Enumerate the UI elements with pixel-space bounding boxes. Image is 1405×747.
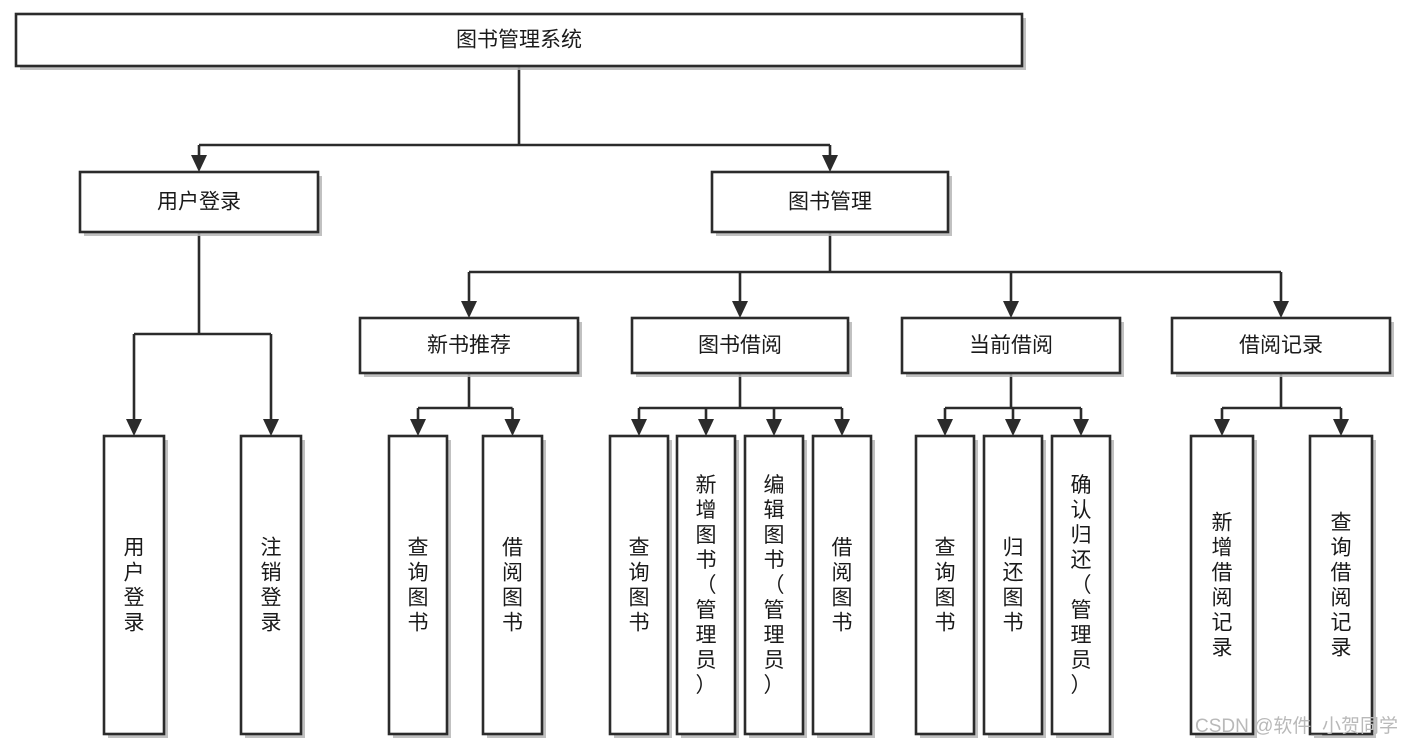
root-to-level2-0-head (191, 155, 207, 172)
node-leaf-return-book-rect[interactable] (982, 434, 1044, 736)
level3-0-to-leaf-0-head (410, 419, 426, 436)
node-leaf-user-login-rect[interactable] (102, 434, 166, 736)
node-leaf-borrow-book-1-rect[interactable] (481, 434, 544, 736)
node-leaf-query-book-1-rect[interactable] (387, 434, 449, 736)
node-book-management-label: 图书管理 (788, 191, 872, 214)
node-leaf-return-book-label: 归还图书 (1003, 537, 1024, 635)
bookmgmt-to-level3-3-head (1273, 301, 1289, 318)
node-leaf-add-book[interactable]: 新增图书（管理员） (675, 434, 739, 738)
node-leaf-query-book-2[interactable]: 查询图书 (608, 434, 672, 738)
node-leaf-confirm-return[interactable]: 确认归还（管理员） (1050, 434, 1114, 738)
node-current-borrow[interactable]: 当前借阅 (900, 316, 1124, 377)
node-leaf-edit-book-label: 编辑图书（管理员） (764, 474, 785, 697)
node-root-system-label: 图书管理系统 (456, 29, 582, 52)
node-new-book-recommend-rect[interactable] (358, 316, 580, 375)
node-leaf-add-record-rect[interactable] (1189, 434, 1255, 736)
level3-2-to-leaf-1-head (1005, 419, 1021, 436)
node-leaf-borrow-book-1-label: 借阅图书 (502, 537, 523, 635)
node-book-management[interactable]: 图书管理 (710, 170, 952, 236)
level3-1-to-leaf-0-head (631, 419, 647, 436)
node-leaf-logout-rect[interactable] (239, 434, 303, 736)
node-leaf-borrow-book-2-label: 借阅图书 (832, 537, 853, 635)
node-current-borrow-rect[interactable] (900, 316, 1122, 375)
node-leaf-query-book-3[interactable]: 查询图书 (914, 434, 978, 738)
node-leaf-logout[interactable]: 注销登录 (239, 434, 305, 738)
node-leaf-borrow-book-1[interactable]: 借阅图书 (481, 434, 546, 738)
node-book-borrow-label: 图书借阅 (698, 334, 782, 357)
node-leaf-confirm-return-label: 确认归还（管理员） (1071, 474, 1092, 697)
node-book-borrow[interactable]: 图书借阅 (630, 316, 852, 377)
node-current-borrow-label: 当前借阅 (969, 334, 1053, 357)
node-leaf-logout-label: 注销登录 (261, 537, 282, 635)
level3-1-to-leaf-1-head (698, 419, 714, 436)
node-root-system-rect[interactable] (14, 12, 1024, 68)
node-leaf-user-login-label: 用户登录 (124, 537, 145, 635)
csdn-watermark: CSDN @软件_小贺同学 (1195, 715, 1398, 737)
connector-layer (126, 66, 1349, 436)
node-borrow-record-label: 借阅记录 (1239, 334, 1323, 357)
level3-2-to-leaf-0-head (937, 419, 953, 436)
node-leaf-add-book-rect[interactable] (675, 434, 737, 736)
node-leaf-query-record-label: 查询借阅记录 (1331, 512, 1352, 660)
node-user-login-rect[interactable] (78, 170, 320, 234)
node-layer: 图书管理系统用户登录图书管理新书推荐图书借阅当前借阅借阅记录用户登录注销登录查询… (14, 12, 1394, 738)
node-leaf-query-record-rect[interactable] (1308, 434, 1374, 736)
bookmgmt-to-level3-0-head (461, 301, 477, 318)
node-leaf-query-book-2-rect[interactable] (608, 434, 670, 736)
node-leaf-query-book-2-label: 查询图书 (629, 537, 650, 635)
node-leaf-query-book-3-label: 查询图书 (935, 537, 956, 635)
node-leaf-add-book-label: 新增图书（管理员） (696, 474, 717, 697)
level3-1-to-leaf-3-head (834, 419, 850, 436)
userlogin-to-leaf-1-head (263, 419, 279, 436)
node-leaf-query-book-1-label: 查询图书 (408, 537, 429, 635)
node-leaf-return-book[interactable]: 归还图书 (982, 434, 1046, 738)
node-leaf-query-book-3-rect[interactable] (914, 434, 976, 736)
node-new-book-recommend[interactable]: 新书推荐 (358, 316, 582, 377)
node-leaf-query-record[interactable]: 查询借阅记录 (1308, 434, 1376, 738)
node-new-book-recommend-label: 新书推荐 (427, 334, 511, 357)
node-borrow-record-rect[interactable] (1170, 316, 1392, 375)
node-user-login-label: 用户登录 (157, 191, 241, 214)
node-leaf-borrow-book-2[interactable]: 借阅图书 (811, 434, 875, 738)
node-leaf-add-record[interactable]: 新增借阅记录 (1189, 434, 1257, 738)
node-book-borrow-rect[interactable] (630, 316, 850, 375)
node-leaf-query-book-1[interactable]: 查询图书 (387, 434, 451, 738)
level3-0-to-leaf-1-head (504, 419, 521, 436)
level3-2-to-leaf-2-head (1073, 419, 1089, 436)
bookmgmt-to-level3-2-head (1003, 301, 1019, 318)
node-leaf-add-record-label: 新增借阅记录 (1212, 512, 1233, 660)
node-borrow-record[interactable]: 借阅记录 (1170, 316, 1394, 377)
level3-3-to-leaf-0-head (1214, 419, 1230, 436)
userlogin-to-leaf-0-head (126, 419, 142, 436)
node-user-login[interactable]: 用户登录 (78, 170, 322, 236)
node-leaf-user-login[interactable]: 用户登录 (102, 434, 168, 738)
node-leaf-edit-book-rect[interactable] (743, 434, 805, 736)
node-leaf-confirm-return-rect[interactable] (1050, 434, 1112, 736)
level3-1-to-leaf-2-head (766, 419, 782, 436)
node-leaf-borrow-book-2-rect[interactable] (811, 434, 873, 736)
node-root-system[interactable]: 图书管理系统 (14, 12, 1026, 70)
node-book-management-rect[interactable] (710, 170, 950, 234)
bookmgmt-to-level3-1-head (732, 301, 748, 318)
node-leaf-edit-book[interactable]: 编辑图书（管理员） (743, 434, 807, 738)
root-to-level2-1-head (822, 155, 838, 172)
level3-3-to-leaf-1-head (1333, 419, 1349, 436)
